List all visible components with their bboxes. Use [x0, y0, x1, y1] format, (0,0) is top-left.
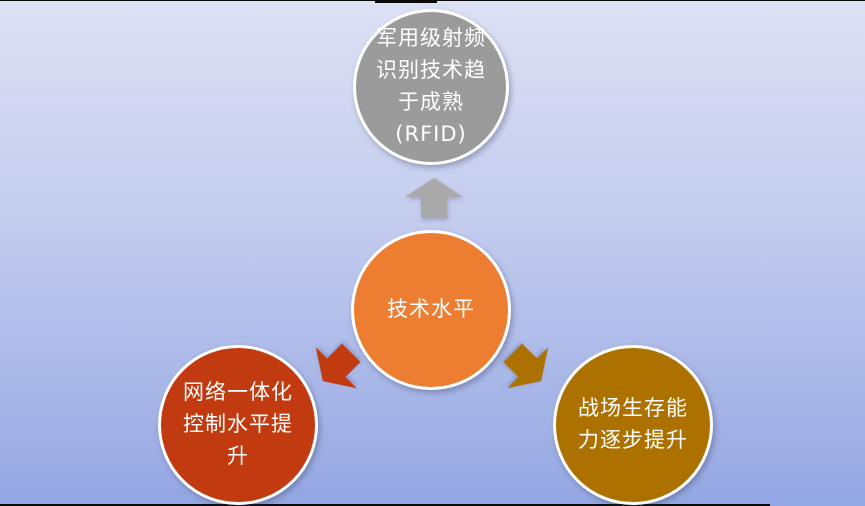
- down-left-arrow-icon: [302, 332, 371, 401]
- node-technology-level: 技术水平: [351, 230, 511, 390]
- top-edge-segment: [375, 0, 437, 3]
- down-right-arrow-icon: [492, 332, 561, 401]
- node-network-integration-label: 网络一体化 控制水平提 升: [183, 380, 293, 468]
- node-technology-level-label: 技术水平: [387, 297, 475, 322]
- node-network-integration: 网络一体化 控制水平提 升: [158, 345, 318, 505]
- bottom-edge-line: [0, 504, 770, 506]
- node-battlefield-survivability-label: 战场生存能 力逐步提升: [578, 396, 688, 452]
- node-rfid-maturity-label: 军用级射频 识别技术趋 于成熟 (RFID): [376, 26, 486, 146]
- node-rfid-maturity: 军用级射频 识别技术趋 于成熟 (RFID): [353, 9, 509, 165]
- node-battlefield-survivability: 战场生存能 力逐步提升: [553, 345, 713, 505]
- up-arrow-icon: [405, 178, 463, 218]
